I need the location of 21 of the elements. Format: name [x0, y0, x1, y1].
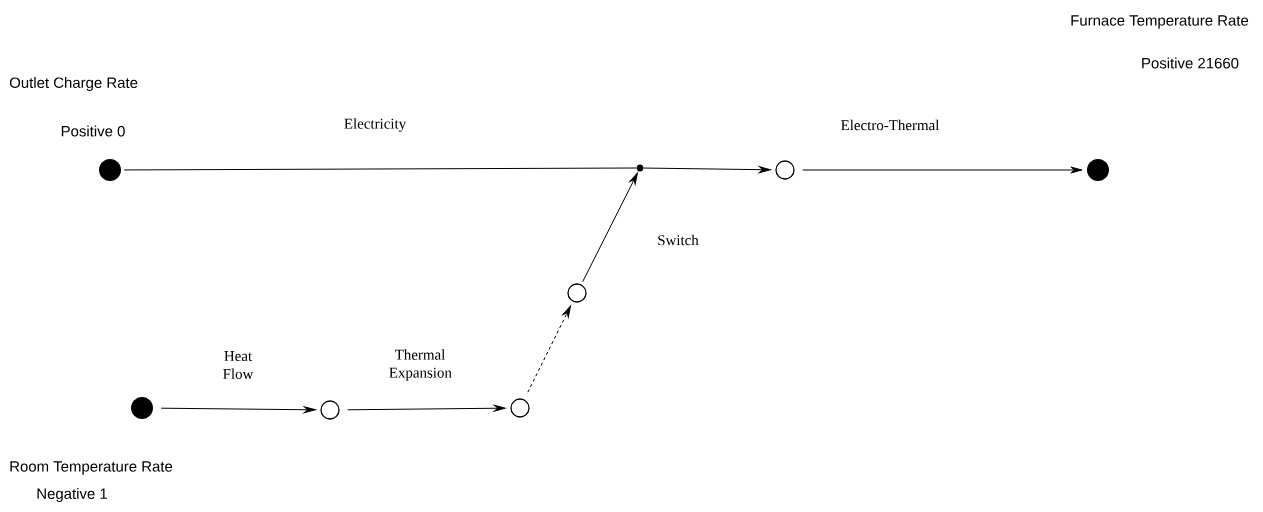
node-caption: Furnace Temperature Rate	[1071, 15, 1249, 29]
arrow	[347, 404, 506, 412]
arrow	[527, 305, 572, 393]
edge-label: Electricity	[344, 118, 407, 132]
arrow	[160, 406, 316, 414]
edge-label: Switch	[658, 234, 699, 246]
edge-label: Heat Flow	[223, 351, 254, 379]
open-circle	[775, 160, 795, 180]
arrow	[802, 166, 1083, 174]
node-caption: Negative 1	[37, 488, 107, 502]
arrow	[643, 166, 771, 174]
open-circle	[567, 283, 587, 303]
node-caption: Positive 0	[61, 125, 125, 137]
arrow	[582, 172, 638, 283]
open-circle	[320, 400, 340, 420]
edge-label: Thermal Expansion	[389, 349, 452, 381]
edge-label: Electro-Thermal	[841, 119, 940, 131]
open-circle	[510, 398, 530, 418]
node-caption: Positive 21660	[1142, 57, 1239, 69]
node-caption: Outlet Charge Rate	[9, 77, 138, 91]
node-caption: Room Temperature Rate	[10, 461, 173, 475]
